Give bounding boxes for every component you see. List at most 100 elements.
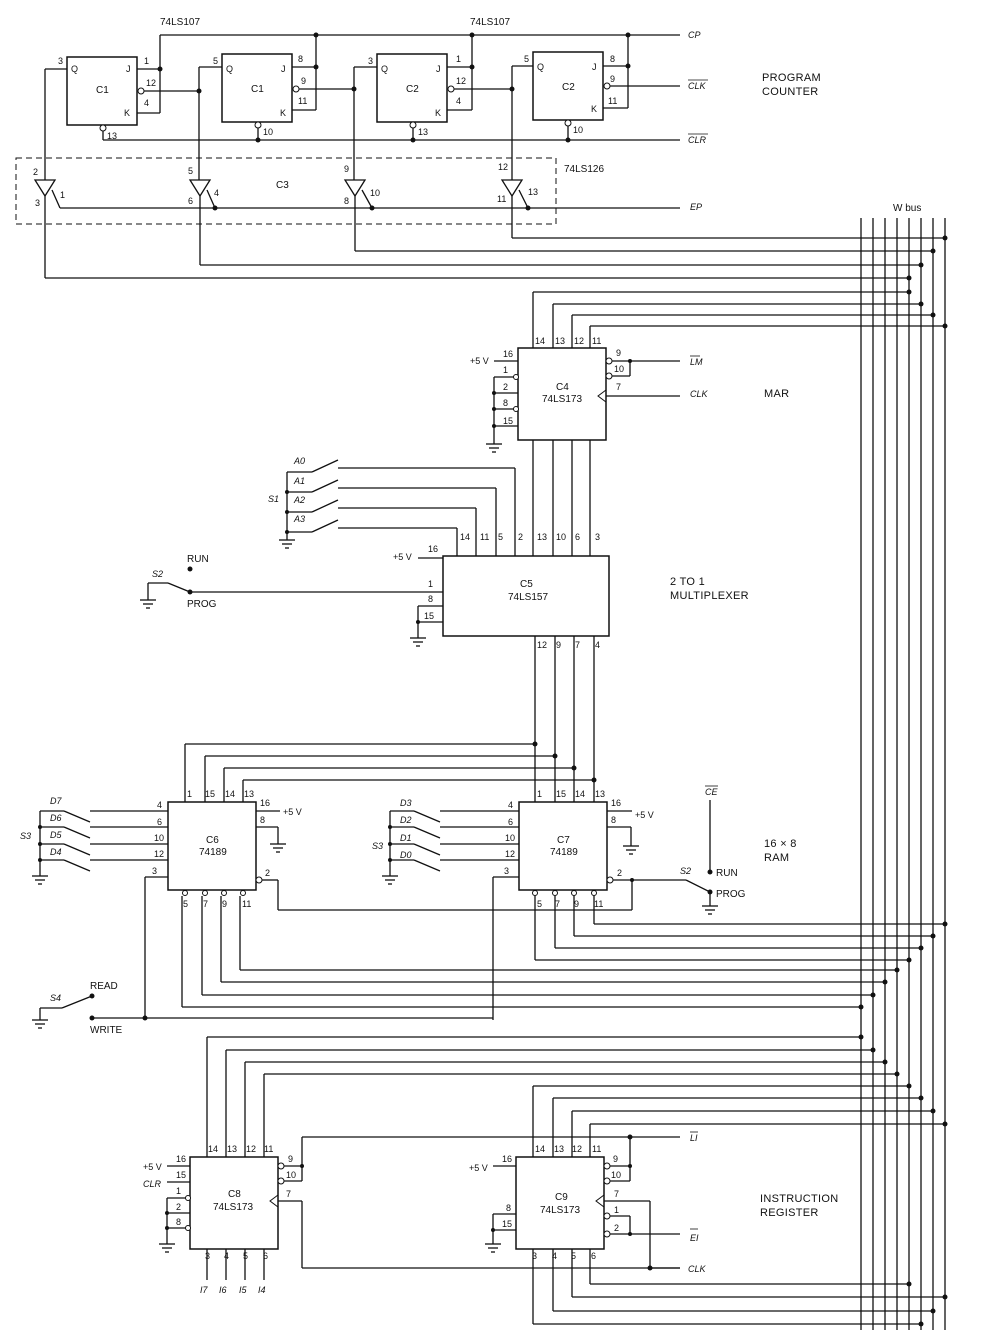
clk-signal: CLK: [688, 81, 707, 91]
svg-text:15: 15: [502, 1219, 512, 1229]
svg-text:C6: C6: [206, 835, 219, 846]
ram-c6: [167, 801, 257, 891]
svg-text:16: 16: [611, 798, 621, 808]
svg-text:13: 13: [554, 1144, 564, 1154]
svg-text:12: 12: [456, 76, 466, 86]
ir-out-i6: I6: [219, 1285, 227, 1295]
svg-text:15: 15: [176, 1170, 186, 1180]
svg-text:5: 5: [571, 1251, 576, 1261]
svg-text:3: 3: [368, 56, 373, 66]
svg-text:C9: C9: [555, 1192, 568, 1203]
svg-text:13: 13: [595, 789, 605, 799]
pc-title-1: PROGRAM: [762, 72, 821, 84]
svg-text:6: 6: [508, 817, 513, 827]
svg-text:16: 16: [503, 349, 513, 359]
svg-text:A0: A0: [293, 456, 305, 466]
svg-text:14: 14: [460, 532, 470, 542]
svg-text:74LS173: 74LS173: [213, 1202, 253, 1213]
svg-text:12: 12: [498, 162, 508, 172]
ir-title-1: INSTRUCTION: [760, 1193, 838, 1205]
svg-text:9: 9: [574, 899, 579, 909]
svg-text:+5 V: +5 V: [283, 807, 302, 817]
svg-text:3: 3: [152, 866, 157, 876]
svg-text:+5 V: +5 V: [635, 810, 654, 820]
svg-text:3: 3: [532, 1251, 537, 1261]
svg-text:READ: READ: [90, 981, 118, 992]
svg-text:7: 7: [616, 382, 621, 392]
svg-text:16: 16: [428, 544, 438, 554]
svg-text:K: K: [435, 108, 441, 118]
svg-text:5: 5: [213, 56, 218, 66]
ram-section: 16 × 8 RAM C6 74189 1 15 14 13 4 6 10 12…: [20, 741, 948, 1036]
svg-text:12: 12: [505, 849, 515, 859]
pc-ff1-label: C1: [96, 85, 109, 96]
svg-text:8: 8: [176, 1217, 181, 1227]
ram-c7: [518, 801, 608, 891]
svg-text:S2: S2: [152, 569, 163, 579]
svg-text:13: 13: [107, 131, 117, 141]
cp-signal: CP: [688, 30, 701, 40]
svg-text:7: 7: [203, 899, 208, 909]
svg-text:2: 2: [503, 382, 508, 392]
svg-text:14: 14: [225, 789, 235, 799]
svg-text:C2: C2: [406, 84, 419, 95]
svg-text:9: 9: [344, 164, 349, 174]
clr-ir: CLR: [143, 1179, 162, 1189]
svg-text:D6: D6: [50, 813, 62, 823]
svg-text:PROG: PROG: [187, 599, 217, 610]
svg-text:74LS157: 74LS157: [508, 592, 548, 603]
svg-text:15: 15: [424, 611, 434, 621]
svg-text:11: 11: [608, 96, 617, 106]
svg-text:11: 11: [594, 899, 603, 909]
svg-text:Q: Q: [537, 62, 544, 72]
mux-title-1: 2 TO 1: [670, 576, 705, 588]
mar-c4: [517, 347, 607, 441]
svg-text:12: 12: [246, 1144, 256, 1154]
mar-title: MAR: [764, 388, 789, 400]
svg-text:7: 7: [614, 1189, 619, 1199]
svg-text:13: 13: [555, 336, 565, 346]
svg-text:S2: S2: [680, 866, 691, 876]
svg-text:S3: S3: [372, 841, 383, 851]
svg-text:5: 5: [183, 899, 188, 909]
svg-text:10: 10: [611, 1170, 621, 1180]
svg-text:8: 8: [260, 815, 265, 825]
svg-text:10: 10: [370, 188, 380, 198]
svg-text:74189: 74189: [550, 847, 578, 858]
svg-text:11: 11: [242, 899, 251, 909]
svg-text:4: 4: [595, 640, 600, 650]
svg-text:1: 1: [187, 789, 192, 799]
svg-text:12: 12: [537, 640, 547, 650]
svg-text:Q: Q: [226, 64, 233, 74]
svg-text:74189: 74189: [199, 847, 227, 858]
svg-text:J: J: [281, 64, 286, 74]
svg-text:6: 6: [591, 1251, 596, 1261]
ep-signal: EP: [690, 202, 702, 212]
svg-text:8: 8: [611, 815, 616, 825]
svg-text:9: 9: [288, 1154, 293, 1164]
svg-text:5: 5: [188, 166, 193, 176]
svg-text:8: 8: [298, 54, 303, 64]
svg-text:14: 14: [535, 336, 545, 346]
svg-text:C7: C7: [557, 835, 570, 846]
ram-title-2: RAM: [764, 852, 789, 864]
svg-text:15: 15: [503, 416, 513, 426]
mux-c5: [442, 555, 610, 637]
svg-text:10: 10: [154, 833, 164, 843]
svg-text:8: 8: [506, 1203, 511, 1213]
svg-text:4: 4: [456, 96, 461, 106]
svg-text:K: K: [124, 108, 130, 118]
svg-text:15: 15: [556, 789, 566, 799]
svg-text:13: 13: [418, 127, 428, 137]
svg-text:C8: C8: [228, 1189, 241, 1200]
svg-text:A1: A1: [293, 476, 305, 486]
svg-text:C2: C2: [562, 82, 575, 93]
svg-text:11: 11: [298, 96, 307, 106]
svg-text:9: 9: [301, 76, 306, 86]
svg-text:+5 V: +5 V: [393, 552, 412, 562]
c3-part: 74LS126: [564, 164, 604, 175]
svg-text:13: 13: [227, 1144, 237, 1154]
w-bus-label: W bus: [893, 203, 921, 214]
svg-text:9: 9: [222, 899, 227, 909]
svg-text:11: 11: [592, 336, 601, 346]
